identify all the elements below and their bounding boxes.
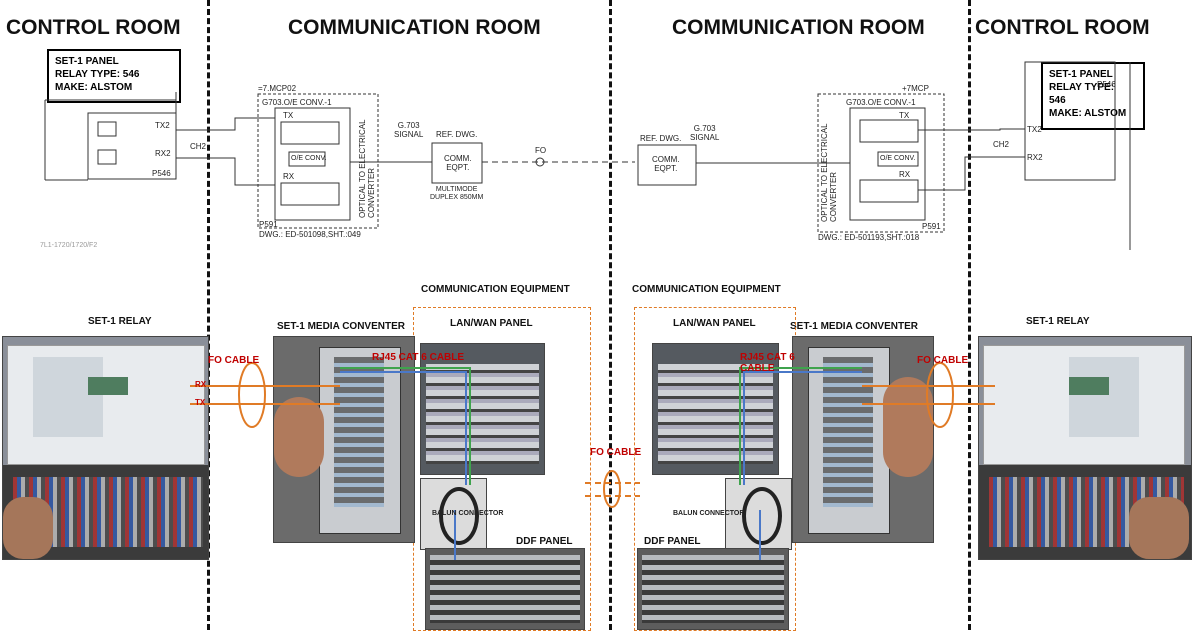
left-converter-tx-label: TX (283, 111, 294, 120)
left-comm-eqpt-box (431, 142, 483, 184)
right-ref-dwg: REF. DWG. (640, 134, 682, 143)
left-media-converter-photo (273, 336, 415, 543)
right-converter-tx-label: TX (899, 111, 910, 120)
right-ddf-photo (637, 548, 789, 630)
left-rj45-label: RJ45 CAT 6 CABLE (372, 352, 465, 363)
right-relay-rx-label: RX2 (1027, 153, 1043, 162)
right-balun-photo (725, 478, 792, 550)
right-lanwan-title: LAN/WAN PANEL (673, 318, 756, 329)
right-converter-oe-label: O/E CONV. (880, 155, 916, 162)
left-multimode-label: MULTIMODE DUPLEX 850MM (430, 186, 484, 201)
left-converter-tag: =7.MCP02 (258, 84, 297, 93)
left-converter-rx-label: RX (283, 172, 295, 181)
right-converter-rx-label: RX (899, 170, 911, 179)
right-media-converter-photo (792, 336, 934, 543)
center-fo-cable-label: FO CABLE (590, 447, 642, 458)
left-ddf-photo (425, 548, 585, 630)
left-relay-rx-tag: RX (195, 380, 207, 389)
divider-right (968, 0, 971, 630)
right-balun-label: BALUN CONNECTOR (673, 510, 745, 517)
right-relay-model: P546 (1097, 80, 1116, 89)
left-converter-title: G703.O/E CONV.-1 (262, 98, 332, 107)
divider-center (609, 0, 612, 630)
left-converter-model: P591 (259, 220, 278, 229)
left-relay-rx-port (97, 149, 117, 165)
right-converter-box (849, 107, 926, 221)
right-converter-oe (877, 151, 919, 167)
left-converter-oe (288, 151, 326, 167)
left-ddf-title: DDF PANEL (516, 536, 573, 547)
left-control-room-title: CONTROL ROOM (6, 16, 181, 39)
right-fo-cable-label: FO CABLE (917, 355, 969, 366)
right-converter-model: P591 (922, 222, 941, 231)
left-relay-tx-port (97, 121, 117, 137)
left-converter-box (274, 107, 351, 221)
left-channel-label: CH2 (190, 142, 207, 151)
left-relay-rx-label: RX2 (155, 149, 171, 158)
left-signal-label: G.703 SIGNAL (394, 121, 424, 139)
left-dwg-label: DWG.: ED-501098,SHT.:049 (259, 230, 361, 239)
left-converter-rx (280, 182, 340, 206)
fo-label: FO (535, 146, 547, 155)
left-balun-label: BALUN CONNECTOR (432, 510, 504, 517)
right-converter-tx (859, 119, 919, 143)
left-converter-oe-label: O/E CONV. (291, 155, 327, 162)
right-converter-outline (817, 93, 945, 233)
right-comm-eqpt-box (637, 144, 697, 186)
left-comm-eqpt-label: COMM. EQPT. (444, 154, 472, 172)
left-fo-cable-label: FO CABLE (208, 355, 260, 366)
right-relay-photo (978, 336, 1192, 560)
right-channel-label: CH2 (993, 140, 1010, 149)
left-converter-outline (257, 93, 379, 229)
left-relay-title: SET-1 RELAY (88, 316, 152, 327)
right-converter-tag: +7MCP (902, 84, 929, 93)
left-panel-label: SET-1 PANEL RELAY TYPE: 546 MAKE: ALSTOM (47, 49, 181, 103)
right-control-room-title: CONTROL ROOM (975, 16, 1150, 39)
right-panel-label: SET-1 PANEL RELAY TYPE: 546 MAKE: ALSTOM (1041, 62, 1145, 130)
right-media-converter-title: SET-1 MEDIA CONVENTER (790, 321, 918, 332)
left-lanwan-title: LAN/WAN PANEL (450, 318, 533, 329)
left-relay-tx-label: TX2 (155, 121, 170, 130)
left-small-note: 7L1-1720/1720/F2 (40, 242, 98, 249)
left-relay-tx-tag: TX (195, 398, 206, 407)
divider-left (207, 0, 210, 630)
left-media-converter-title: SET-1 MEDIA CONVENTER (277, 321, 405, 332)
right-converter-rx (859, 179, 919, 203)
right-dwg-label: DWG.: ED-501193,SHT.:018 (818, 233, 920, 242)
right-converter-title: G703.O/E CONV.-1 (846, 98, 916, 107)
left-converter-tx (280, 121, 340, 145)
right-relay-box (1024, 61, 1116, 181)
right-comm-eqpt-label: COMM. EQPT. (652, 155, 680, 173)
left-communication-room-title: COMMUNICATION ROOM (288, 16, 541, 39)
right-rj45-label: RJ45 CAT 6 CABLE (740, 352, 795, 374)
right-communication-room-title: COMMUNICATION ROOM (672, 16, 925, 39)
left-relay-photo (2, 336, 209, 560)
left-relay-box (87, 112, 177, 180)
left-communication-equipment-title: COMMUNICATION EQUIPMENT (421, 284, 570, 295)
right-signal-label: G.703 SIGNAL (690, 124, 720, 142)
left-relay-model: P546 (152, 169, 171, 178)
left-ref-dwg: REF. DWG. (436, 130, 478, 139)
right-relay-tx-label: TX2 (1027, 125, 1042, 134)
right-ddf-title: DDF PANEL (644, 536, 701, 547)
right-relay-title: SET-1 RELAY (1026, 316, 1090, 327)
right-lanwan-photo (652, 343, 779, 475)
left-lanwan-photo (420, 343, 545, 475)
left-balun-photo (420, 478, 487, 550)
right-communication-equipment-title: COMMUNICATION EQUIPMENT (632, 284, 781, 295)
